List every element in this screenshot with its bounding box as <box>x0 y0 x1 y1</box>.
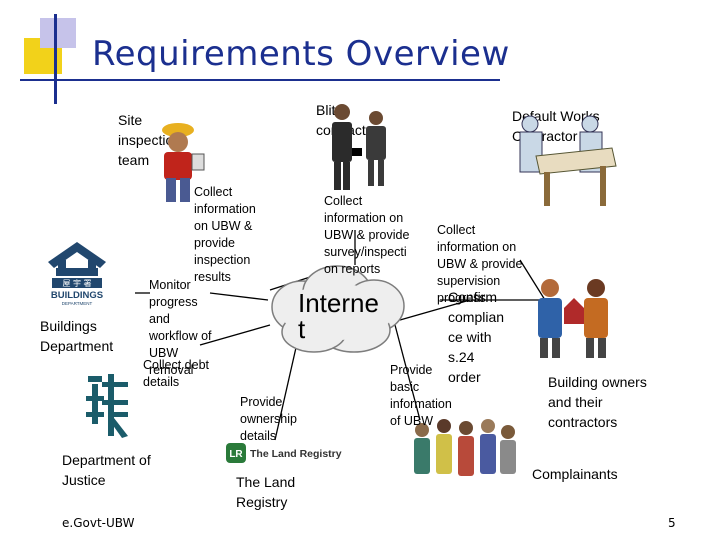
collect-debt-flow-label: Collect debt details <box>143 357 209 391</box>
label-line: information on <box>437 239 522 256</box>
business-people-icon <box>318 96 400 196</box>
label-line: Confirm <box>448 287 504 307</box>
label-line: information on <box>324 210 409 227</box>
label-line: Provide <box>390 362 452 379</box>
label-line: and <box>149 311 212 328</box>
footer-text: e.Govt-UBW <box>62 516 134 530</box>
buildings-department-label: Buildings Department <box>40 316 113 356</box>
hub-label-line2: t <box>298 314 379 344</box>
label-line: Building owners <box>548 372 647 392</box>
label-line: Department of <box>62 450 151 470</box>
label-line: Collect <box>324 193 409 210</box>
label-line: ce with <box>448 327 504 347</box>
engineers-drafting-table-icon <box>508 108 620 212</box>
doj-label: Department of Justice <box>62 450 151 490</box>
label-line: progress <box>149 294 212 311</box>
basic-info-flow-label: Provide basic information of UBW <box>390 362 452 430</box>
department-of-justice-emblem-icon <box>84 372 132 442</box>
label-line: details <box>143 374 209 391</box>
label-line: s.24 <box>448 347 504 367</box>
label-line: on reports <box>324 261 409 278</box>
svg-text:LR: LR <box>229 449 243 460</box>
label-line: ownership <box>240 411 297 428</box>
bd-logo-sub: DEPARTMENT <box>62 301 93 306</box>
label-line: Registry <box>236 492 295 512</box>
bd-logo-english: BUILDINGS <box>51 290 103 301</box>
label-line: information <box>390 396 452 413</box>
ownership-flow-label: Provide ownership details <box>240 394 297 445</box>
label-line: survey/inspecti <box>324 244 409 261</box>
hub-label-line1: Interne <box>298 288 379 318</box>
label-line: workflow of <box>149 328 212 345</box>
label-line: inspection <box>194 252 256 269</box>
building-owners-group-icon <box>524 268 624 360</box>
confirm-compliance-flow-label: Confirm complian ce with s.24 order <box>448 287 504 387</box>
label-line: Provide <box>240 394 297 411</box>
bd-logo-chinese: 屋 宇 署 <box>62 278 91 288</box>
label-line: UBW & provide <box>437 256 522 273</box>
label-line: order <box>448 367 504 387</box>
label-line: Justice <box>62 470 151 490</box>
label-line: Buildings <box>40 316 113 336</box>
complainants-label: Complainants <box>532 464 618 484</box>
land-registry-logo-text: The Land Registry <box>250 448 342 460</box>
label-line: details <box>240 428 297 445</box>
page-number: 5 <box>668 516 676 530</box>
label-line: Collect <box>437 222 522 239</box>
land-registry-label: The Land Registry <box>236 472 295 512</box>
hub-label: Interne t <box>298 288 379 344</box>
label-line: complian <box>448 307 504 327</box>
blitz-collect-flow-label: Collect information on UBW & provide sur… <box>324 193 409 278</box>
label-line: Monitor <box>149 277 212 294</box>
label-line: and their <box>548 392 647 412</box>
building-owners-label: Building owners and their contractors <box>548 372 647 432</box>
buildings-department-logo-icon: 屋 宇 署 BUILDINGS DEPARTMENT <box>42 236 112 306</box>
label-line: of UBW <box>390 413 452 430</box>
label-line: The Land <box>236 472 295 492</box>
label-line: on UBW & <box>194 218 256 235</box>
label-line: provide <box>194 235 256 252</box>
label-line: Collect <box>194 184 256 201</box>
label-line: UBW & provide <box>324 227 409 244</box>
label-line: contractors <box>548 412 647 432</box>
label-line: basic <box>390 379 452 396</box>
label-line: information <box>194 201 256 218</box>
label-line: Collect debt <box>143 357 209 374</box>
site-collect-flow-label: Collect information on UBW & provide ins… <box>194 184 256 286</box>
label-line: Department <box>40 336 113 356</box>
